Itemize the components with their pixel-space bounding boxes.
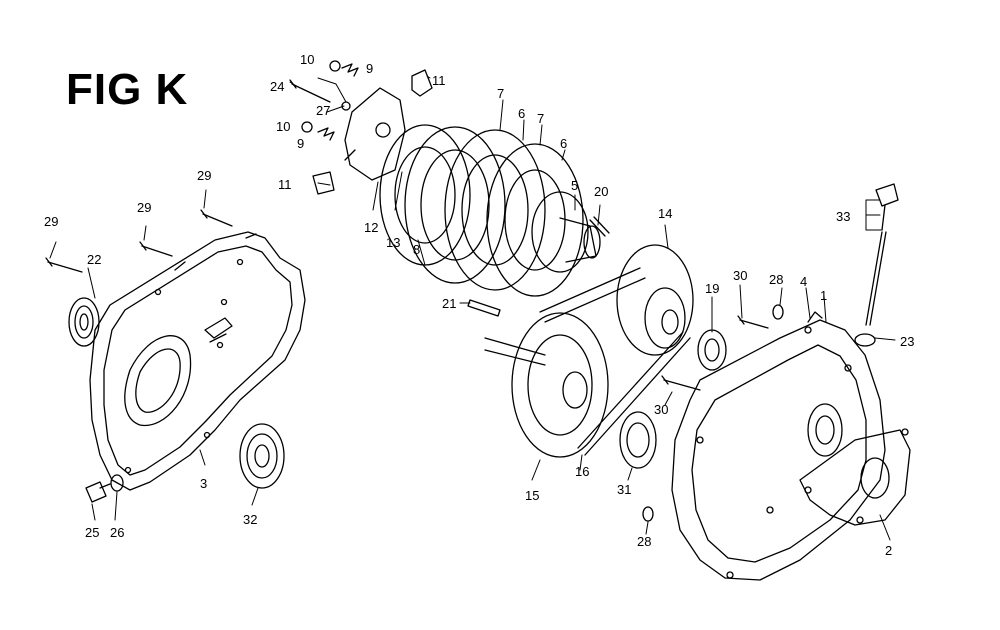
weight-11-upper bbox=[411, 69, 433, 97]
spring-9-upper bbox=[341, 63, 359, 77]
callout-28b: 28 bbox=[637, 534, 651, 549]
callout-1: 1 bbox=[820, 288, 827, 303]
oil-seal-22 bbox=[68, 297, 100, 347]
bolt-24 bbox=[289, 79, 331, 103]
drive-sprocket-14 bbox=[616, 244, 694, 356]
callout-9b: 9 bbox=[297, 136, 304, 151]
cover-plate-2 bbox=[799, 428, 911, 526]
dipstick-33 bbox=[865, 183, 899, 326]
dowel-28-lower bbox=[642, 506, 654, 522]
clutch-plate-12 bbox=[344, 87, 406, 181]
washer-26 bbox=[110, 474, 124, 492]
pin-21 bbox=[467, 299, 501, 317]
callout-2: 2 bbox=[885, 543, 892, 558]
callout-10a: 10 bbox=[300, 52, 314, 67]
callout-29a: 29 bbox=[44, 214, 58, 229]
callout-labels: 1 2 3 4 5 6 6 7 7 8 9 9 10 10 11 11 12 1… bbox=[44, 52, 914, 558]
callout-29b: 29 bbox=[137, 200, 151, 215]
leader-lines bbox=[49, 75, 896, 541]
callout-3: 3 bbox=[200, 476, 207, 491]
nut-10-upper bbox=[329, 60, 341, 72]
callout-29c: 29 bbox=[197, 168, 211, 183]
callout-12: 12 bbox=[364, 220, 378, 235]
callout-21: 21 bbox=[442, 296, 456, 311]
callout-11a: 11 bbox=[432, 73, 446, 88]
callout-8: 8 bbox=[413, 242, 420, 257]
oil-seal-19 bbox=[697, 329, 727, 371]
callout-11b: 11 bbox=[278, 177, 292, 192]
bearing-31 bbox=[619, 411, 657, 469]
weight-11-lower bbox=[312, 171, 335, 195]
callout-33: 33 bbox=[836, 209, 850, 224]
callout-25: 25 bbox=[85, 525, 99, 540]
nut-10-lower bbox=[301, 121, 313, 133]
callout-4: 4 bbox=[800, 274, 807, 289]
callout-30a: 30 bbox=[733, 268, 747, 283]
callout-7b: 7 bbox=[537, 111, 544, 126]
chain-16 bbox=[539, 267, 691, 456]
dowel-28-upper bbox=[772, 304, 784, 320]
callout-22: 22 bbox=[87, 252, 101, 267]
callout-9a: 9 bbox=[366, 61, 373, 76]
callout-20: 20 bbox=[594, 184, 608, 199]
callout-16: 16 bbox=[575, 464, 589, 479]
callout-26: 26 bbox=[110, 525, 124, 540]
callout-31: 31 bbox=[617, 482, 631, 497]
right-case bbox=[671, 319, 886, 581]
left-case-cover bbox=[89, 231, 306, 491]
gasket-4 bbox=[807, 311, 823, 323]
drain-bolt-25 bbox=[85, 481, 111, 503]
callout-28a: 28 bbox=[769, 272, 783, 287]
bearing-32 bbox=[239, 423, 285, 489]
o-ring-23 bbox=[854, 333, 876, 347]
callout-23: 23 bbox=[900, 334, 914, 349]
callout-13: 13 bbox=[386, 235, 400, 250]
clutch-assembly bbox=[379, 124, 601, 297]
bolt-30-upper bbox=[737, 315, 769, 329]
callout-7a: 7 bbox=[497, 86, 504, 101]
callout-14: 14 bbox=[658, 206, 672, 221]
callout-6b: 6 bbox=[560, 136, 567, 151]
callout-10b: 10 bbox=[276, 119, 290, 134]
spring-9-lower bbox=[317, 127, 335, 141]
callout-27: 27 bbox=[316, 103, 330, 118]
driven-sprocket-15 bbox=[484, 312, 609, 458]
callout-24: 24 bbox=[270, 79, 284, 94]
figure-title: FIG K bbox=[66, 65, 189, 114]
callout-32: 32 bbox=[243, 512, 257, 527]
bolt-30-lower bbox=[661, 375, 701, 391]
bolts-29 bbox=[45, 209, 233, 273]
callout-30b: 30 bbox=[654, 402, 668, 417]
callout-5: 5 bbox=[571, 178, 578, 193]
callout-6a: 6 bbox=[518, 106, 525, 121]
key-20 bbox=[589, 216, 610, 237]
callout-19: 19 bbox=[705, 281, 719, 296]
callout-15: 15 bbox=[525, 488, 539, 503]
